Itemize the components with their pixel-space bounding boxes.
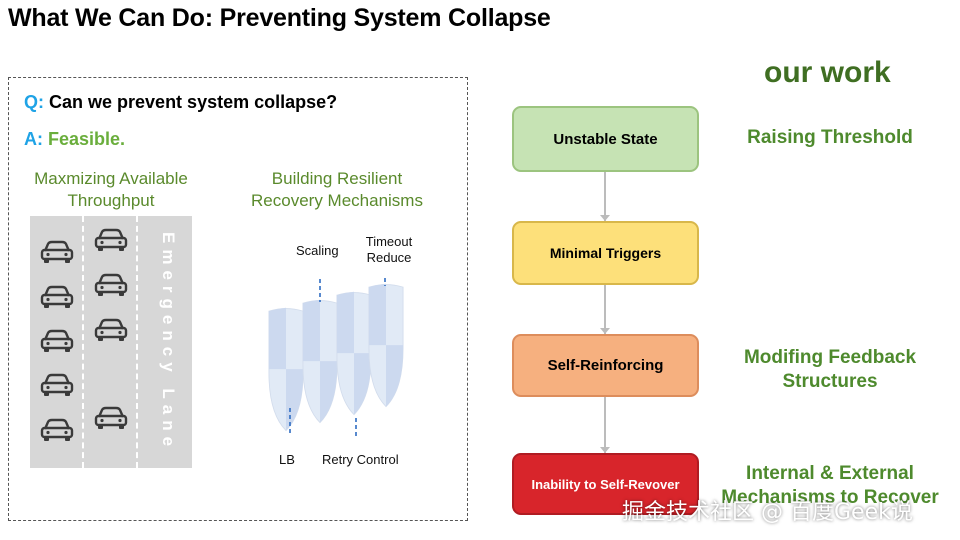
flow-box-minimal-triggers: Minimal Triggers — [512, 221, 699, 285]
slide-title: What We Can Do: Preventing System Collap… — [8, 4, 551, 32]
lane-divider — [136, 216, 138, 468]
watermark: 掘金技术社区 @ 百度Geek说 — [622, 500, 913, 525]
recovery-heading: Building Resilient Recovery Mechanisms — [251, 169, 423, 210]
shield-icon — [268, 278, 404, 438]
answer-line: A: Feasible. — [24, 129, 125, 150]
car-icon — [40, 285, 74, 309]
timeout-reduce-label: Timeout Reduce — [365, 234, 413, 265]
flow-connector — [604, 172, 606, 221]
strategy-recovery-mechanisms: Internal & External Mechanisms to Recove… — [721, 463, 939, 508]
throughput-heading: Maxmizing Available Throughput — [34, 169, 188, 210]
strategy-raising-threshold: Raising Threshold — [747, 127, 913, 148]
car-icon — [40, 373, 74, 397]
road-illustration — [30, 216, 192, 468]
car-icon — [94, 228, 128, 252]
arrow-down-icon — [600, 328, 610, 334]
left-panel — [8, 77, 468, 521]
car-icon — [40, 240, 74, 264]
flow-box-self-reinforcing: Self-Reinforcing — [512, 334, 699, 397]
retry-control-label: Retry Control — [322, 452, 399, 467]
our-work-heading: our work — [764, 56, 891, 89]
question-tag: Q: — [24, 92, 44, 112]
flow-box-inability-to-recover: Inability to Self-Revover — [512, 453, 699, 515]
flow-connector — [604, 285, 606, 334]
flow-box-unstable-state: Unstable State — [512, 106, 699, 172]
arrow-down-icon — [600, 215, 610, 221]
emergency-lane-label: Emergency Lane — [159, 231, 178, 453]
car-icon — [40, 329, 74, 353]
lb-label: LB — [279, 452, 295, 467]
scaling-label: Scaling — [296, 243, 339, 258]
arrow-down-icon — [600, 447, 610, 453]
car-icon — [40, 418, 74, 442]
answer-text: Feasible. — [48, 129, 126, 149]
flow-connector — [604, 397, 606, 453]
answer-tag: A: — [24, 129, 43, 149]
car-icon — [94, 406, 128, 430]
lane-divider — [82, 216, 84, 468]
car-icon — [94, 273, 128, 297]
strategy-modifying-feedback: Modifing Feedback Structures — [743, 347, 917, 392]
question-line: Q: Can we prevent system collapse? — [24, 92, 337, 113]
car-icon — [94, 318, 128, 342]
question-text: Can we prevent system collapse? — [49, 92, 338, 112]
